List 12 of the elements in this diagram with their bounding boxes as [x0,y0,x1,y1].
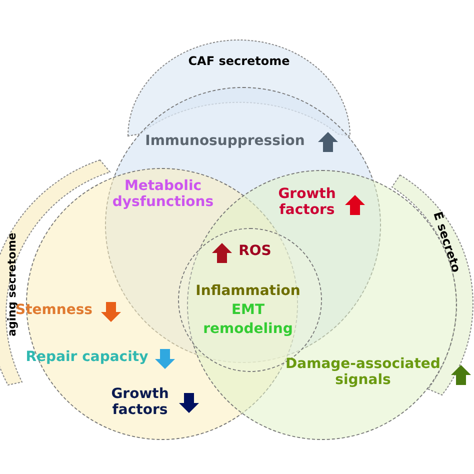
region-label: Growth factors [110,386,170,418]
region-label: Metabolic dysfunctions [111,178,215,210]
region-label: Damage-associated signals [284,356,442,388]
region-label: EMT [230,302,266,318]
region-label: Inflammation [194,283,302,300]
region-label: remodeling [202,321,294,338]
region-label: ROS [238,243,272,260]
region-label: Repair capacity [24,349,150,366]
band-title: aging secretome [6,232,18,338]
band-title: CAF secretome [187,54,291,68]
region-label: Growth factors [277,186,337,218]
region-label: Immunosuppression [144,133,306,150]
